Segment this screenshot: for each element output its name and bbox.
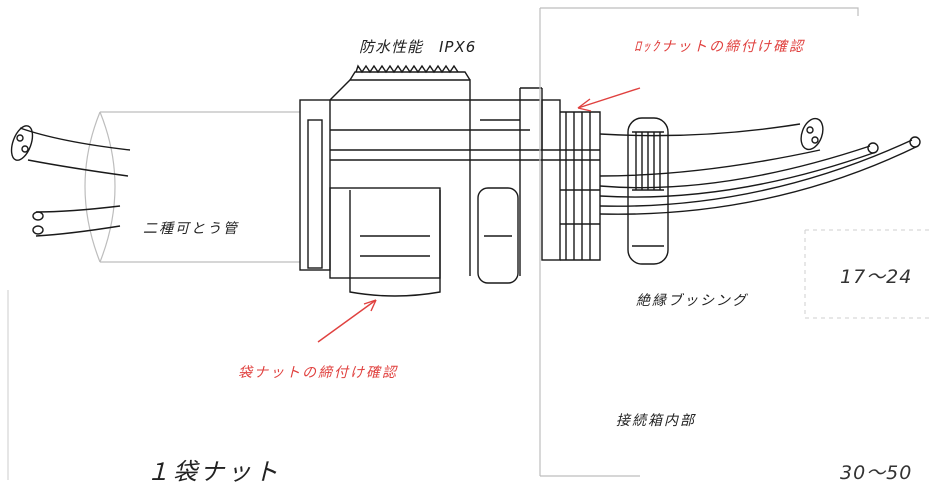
dimension-lower-label: 30～50 (840, 462, 913, 484)
conduit-label: 二種可とう管 (143, 221, 239, 237)
dimension-frame (804, 229, 933, 319)
conduit-outline (84, 111, 300, 263)
cable-left (10, 125, 131, 237)
connector-body (299, 64, 601, 297)
locknut-arrow (577, 87, 641, 112)
box-interior-label: 接続箱内部 (616, 413, 696, 429)
bagnut-check-label: 袋ナットの締付け確認 (238, 365, 398, 381)
dimension-upper-label: 17～24 (840, 266, 913, 288)
waterproof-label: 防水性能 IPX6 (359, 38, 477, 56)
locknut-check-label: ﾛｯｸナットの締付け確認 (634, 39, 805, 55)
box-interior-panel (539, 7, 859, 477)
insulating-bushing-label: 絶縁ブッシング (636, 293, 748, 309)
bagnut-arrow (317, 299, 377, 343)
diagram-title: １袋ナット (146, 458, 281, 486)
insulating-bushing (627, 117, 669, 265)
cable-right (599, 117, 921, 215)
